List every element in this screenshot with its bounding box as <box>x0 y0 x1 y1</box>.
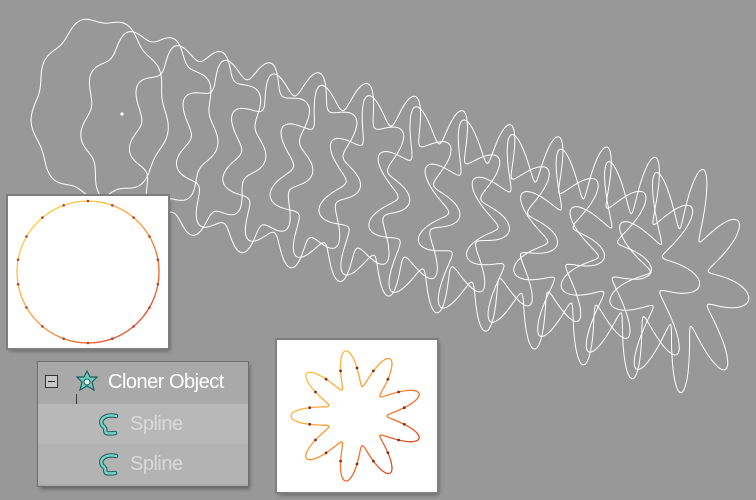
control-point <box>308 406 312 410</box>
cloned-spline <box>466 134 606 350</box>
control-point <box>16 258 20 261</box>
cloned-spline <box>269 82 411 283</box>
control-point <box>41 325 44 328</box>
control-point <box>324 377 328 381</box>
control-point <box>314 438 317 442</box>
control-point <box>372 369 375 373</box>
cloned-spline <box>560 156 701 380</box>
control-point <box>148 235 151 238</box>
om-row-cloner[interactable]: Cloner Object <box>38 362 248 402</box>
control-point <box>62 204 65 207</box>
cloned-spline <box>609 168 750 394</box>
spline-icon <box>99 453 119 476</box>
cloned-splines <box>30 18 750 394</box>
flower-spline <box>290 350 420 482</box>
control-point <box>132 325 135 328</box>
cloned-spline <box>128 45 267 236</box>
object-manager-panel: Cloner Object Spline Spline <box>38 362 248 486</box>
control-point <box>397 438 400 442</box>
control-point <box>355 462 359 466</box>
control-point <box>386 451 390 455</box>
control-point <box>86 199 90 203</box>
control-point <box>25 235 28 238</box>
control-point <box>148 306 151 309</box>
cloned-spline <box>513 146 653 366</box>
cloned-spline <box>368 106 511 314</box>
flower-spline-preview <box>277 340 437 492</box>
om-row-spline-1[interactable]: Spline <box>38 404 248 444</box>
control-point <box>314 390 317 394</box>
cloned-spline <box>80 31 219 218</box>
object-axis-point <box>120 112 124 116</box>
spline-label[interactable]: Spline <box>130 412 183 435</box>
cloner-icon <box>75 369 99 392</box>
control-point <box>86 341 90 345</box>
control-point <box>308 422 312 426</box>
control-point <box>397 390 400 394</box>
cloned-spline <box>318 95 461 297</box>
om-row-spline-2[interactable]: Spline <box>38 444 248 484</box>
control-point <box>62 337 65 340</box>
control-point <box>372 459 375 463</box>
control-point <box>156 283 160 286</box>
cloned-spline <box>417 119 559 332</box>
cloned-spline <box>175 59 314 254</box>
control-point <box>386 377 390 381</box>
control-point <box>324 451 328 455</box>
spline-label[interactable]: Spline <box>130 452 183 475</box>
circle-spline-preview <box>8 196 168 348</box>
control-point <box>16 283 20 286</box>
control-point <box>111 204 114 207</box>
control-point <box>156 258 160 261</box>
cloner-object-label[interactable]: Cloner Object <box>108 370 224 393</box>
control-point <box>402 406 406 410</box>
circle-control-points <box>16 199 160 345</box>
flower-control-points <box>308 366 406 466</box>
spline-icon <box>99 413 119 436</box>
circle-spline <box>16 200 160 344</box>
collapse-toggle[interactable] <box>45 375 58 388</box>
cloned-spline <box>30 18 169 200</box>
control-point <box>25 306 28 309</box>
control-point <box>132 216 135 219</box>
control-point <box>339 369 342 373</box>
control-point <box>111 337 114 340</box>
control-point <box>355 366 359 370</box>
control-point <box>402 422 406 426</box>
control-point <box>41 216 44 219</box>
control-point <box>339 459 342 463</box>
